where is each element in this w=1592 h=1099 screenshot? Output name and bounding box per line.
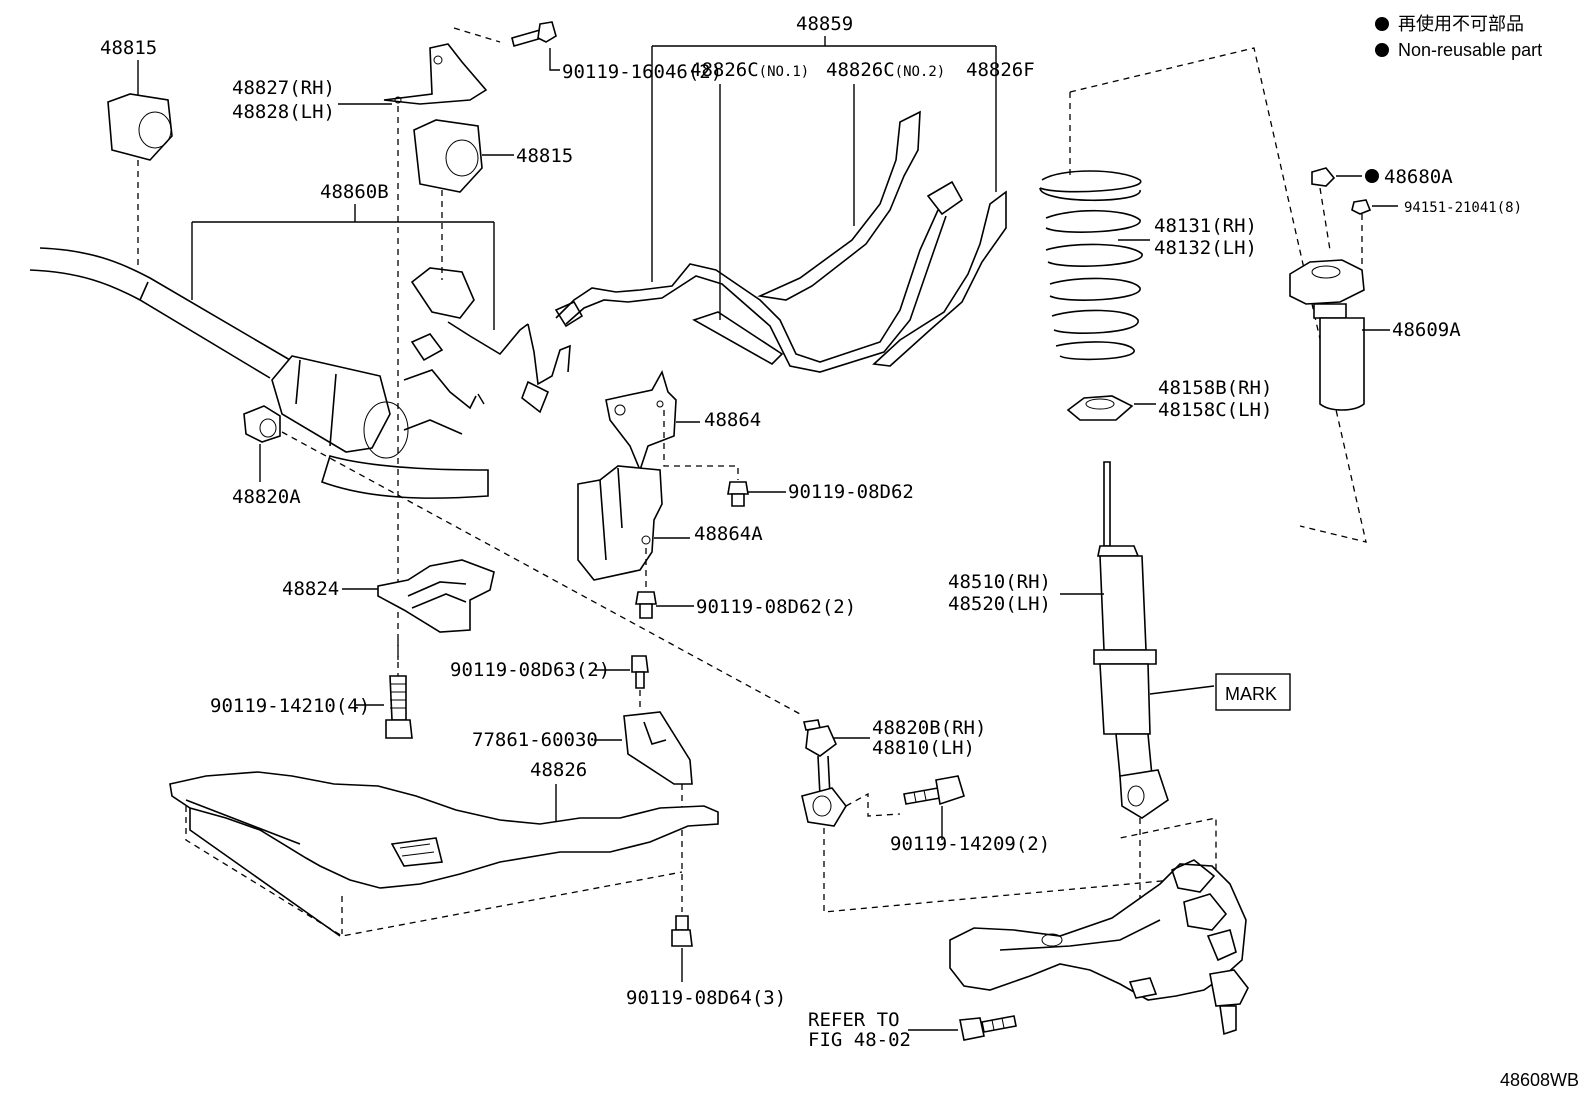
label-48158B: 48158B(RH) <box>1158 377 1272 399</box>
label-90119-14209: 90119-14209(2) <box>890 833 1050 855</box>
nut-48820A: 48820A <box>232 405 801 715</box>
label-94151: 94151-21041(8) <box>1404 200 1522 216</box>
bolt-90119-16046: 90119-16046(2) <box>511 21 722 83</box>
bracket-77861-60030: 77861-60030 <box>472 711 693 810</box>
label-48680A: 48680A <box>1384 166 1453 188</box>
bolt-90119-14210: 90119-14210(4) <box>210 640 413 739</box>
label-77861: 77861-60030 <box>472 729 598 751</box>
legend: 再使用不可部品 Non-reusable part <box>1375 14 1542 60</box>
label-90119-08D63: 90119-08D63(2) <box>450 659 610 681</box>
label-48815-right: 48815 <box>516 145 573 167</box>
label-refer-to: REFER TO <box>808 1009 900 1031</box>
label-48826C-no1: 48826C(NO.1) <box>690 59 809 81</box>
figure-id: 48608WB <box>1500 1070 1579 1090</box>
harness-48859: 48859 48826C(NO.1) 48826C(NO.2) 48826F <box>554 13 1035 373</box>
mark-box <box>1215 673 1291 711</box>
shock-48510: 48510(RH) 48520(LH) MARK <box>948 461 1291 900</box>
label-48826C-no2-num: 48826C <box>826 59 895 81</box>
bushing-48815-left: 48815 <box>100 37 173 268</box>
bolt-90119-08D62-2: 90119-08D62(2) <box>635 591 856 619</box>
label-48820B: 48820B(RH) <box>872 717 986 739</box>
label-48158C: 48158C(LH) <box>1158 399 1272 421</box>
legend-en: Non-reusable part <box>1398 40 1542 60</box>
coil-spring-48131: 48131(RH) 48132(LH) <box>1039 47 1367 543</box>
label-48520: 48520(LH) <box>948 593 1051 615</box>
label-48826C-no2-sub: (NO.2) <box>895 64 946 80</box>
non-reusable-dot-icon <box>1365 169 1379 183</box>
label-48815-left: 48815 <box>100 37 157 59</box>
label-48132: 48132(LH) <box>1154 237 1257 259</box>
link-48820B: 48820B(RH) 48810(LH) <box>801 717 1217 913</box>
mount-48609A: 48609A <box>1289 259 1461 411</box>
label-48864A: 48864A <box>694 523 763 545</box>
label-48810: 48810(LH) <box>872 737 975 759</box>
bracket-48824: 48824 <box>282 559 495 633</box>
label-48609A: 48609A <box>1392 319 1461 341</box>
label-48826F: 48826F <box>966 59 1035 81</box>
nut-48680A: 48680A <box>1311 166 1453 251</box>
non-reusable-dot-icon <box>1375 17 1389 31</box>
lower-arm <box>949 859 1249 1036</box>
label-48859: 48859 <box>796 13 853 35</box>
label-90119-08D62: 90119-08D62 <box>788 481 914 503</box>
label-48826C-no1-num: 48826C <box>690 59 759 81</box>
refer-bolt: REFER TO FIG 48-02 <box>808 1009 1017 1051</box>
label-48827: 48827(RH) <box>232 77 335 99</box>
cover-48826: 48826 <box>169 759 719 937</box>
legend-jp: 再使用不可部品 <box>1398 14 1524 34</box>
cover-48864A: 48864A <box>577 465 763 590</box>
bolt-90119-08D64: 90119-08D64(3) <box>626 915 786 1009</box>
label-48828: 48828(LH) <box>232 101 335 123</box>
label-48820A: 48820A <box>232 486 301 508</box>
label-90119-08D62-2: 90119-08D62(2) <box>696 596 856 618</box>
label-refer-fig: FIG 48-02 <box>808 1029 911 1051</box>
bracket-48864: 48864 <box>605 369 761 480</box>
bolt-90119-14209: 90119-14209(2) <box>890 775 1050 855</box>
nut-94151-21041: 94151-21041(8) <box>1351 199 1522 268</box>
label-mark: MARK <box>1225 684 1277 704</box>
label-48826C-no1-sub: (NO.1) <box>759 64 810 80</box>
stabilizer-bar: 48860B <box>29 181 571 499</box>
bolt-90119-08D62: 90119-08D62 <box>727 481 914 507</box>
label-48864: 48864 <box>704 409 761 431</box>
label-48824: 48824 <box>282 578 339 600</box>
bolt-90119-08D63: 90119-08D63(2) <box>450 655 649 712</box>
label-48860B: 48860B <box>320 181 389 203</box>
label-90119-14210: 90119-14210(4) <box>210 695 370 717</box>
label-48826C-no2: 48826C(NO.2) <box>826 59 945 81</box>
non-reusable-dot-icon <box>1375 43 1389 57</box>
insulator-48158B: 48158B(RH) 48158C(LH) <box>1066 377 1272 421</box>
bushing-48815-right: 48815 <box>413 119 573 280</box>
label-48131: 48131(RH) <box>1154 215 1257 237</box>
label-90119-08D64: 90119-08D64(3) <box>626 987 786 1009</box>
label-90119-16046: 90119-16046(2) <box>562 61 722 83</box>
label-48826: 48826 <box>530 759 587 781</box>
bracket-48827: 48827(RH) 48828(LH) <box>232 27 501 660</box>
label-48510: 48510(RH) <box>948 571 1051 593</box>
